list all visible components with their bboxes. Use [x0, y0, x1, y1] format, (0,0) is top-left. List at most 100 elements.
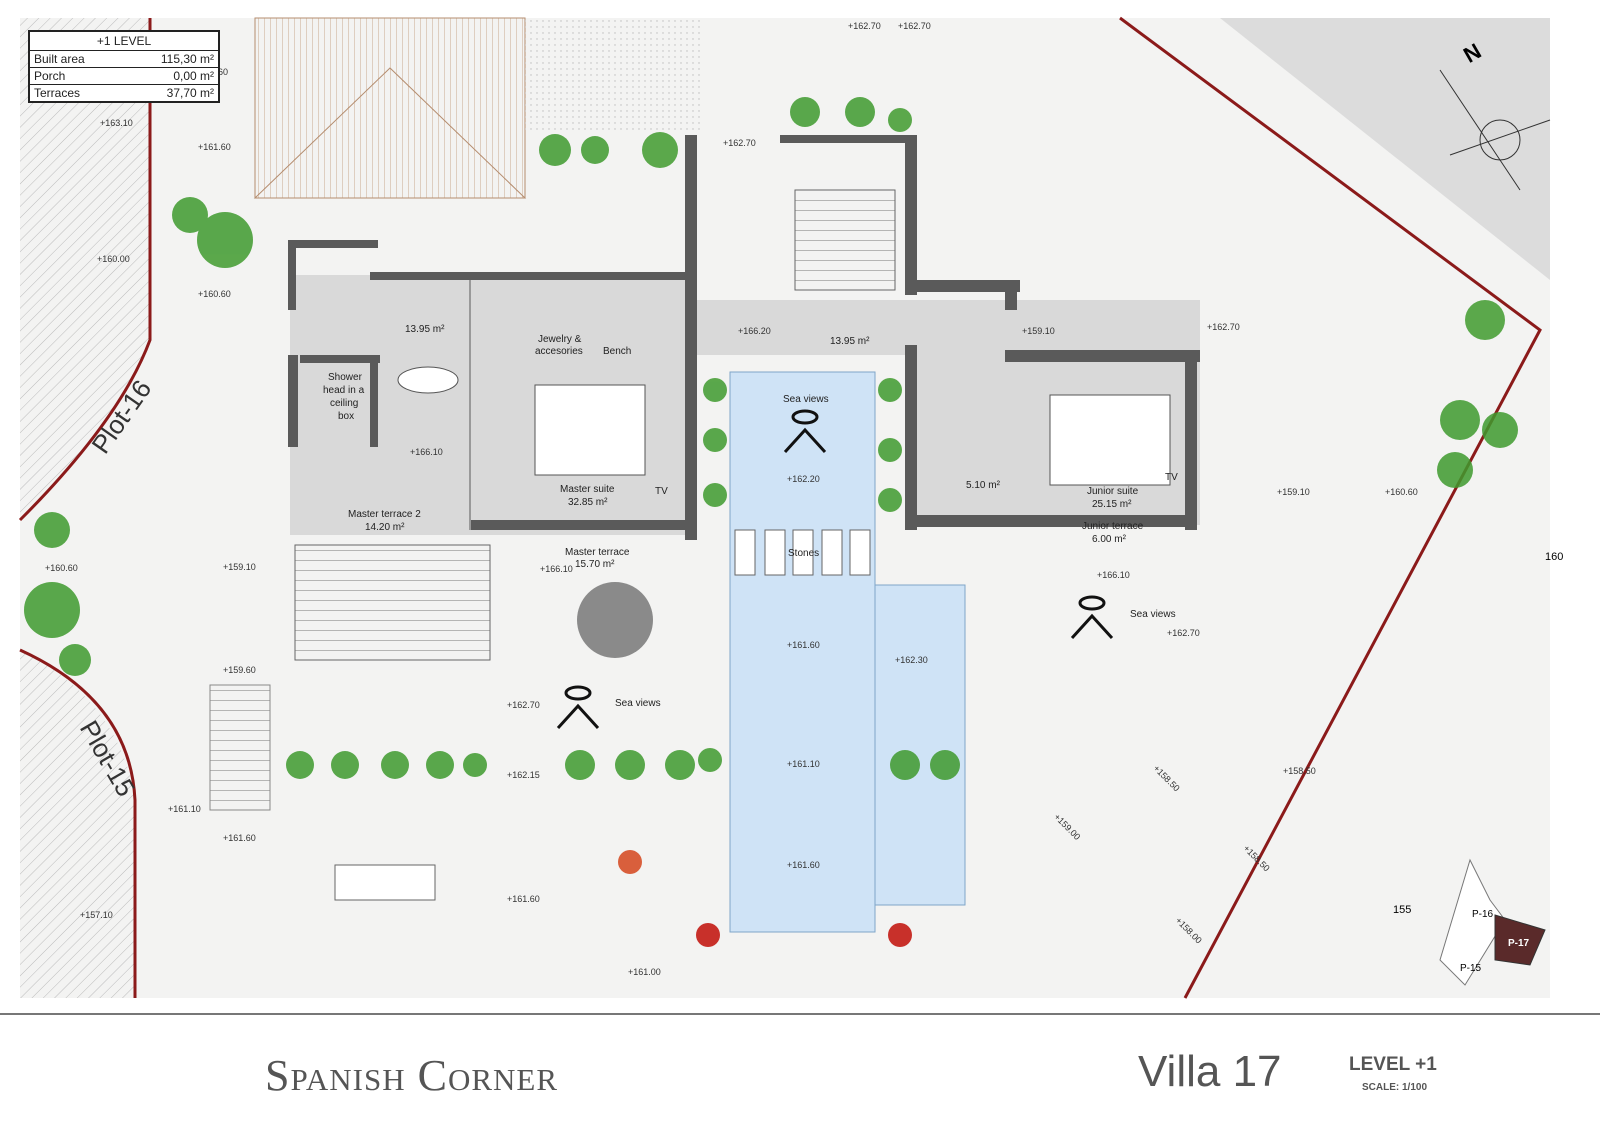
level-marker: +157.10: [80, 910, 113, 920]
jewelry-label: Jewelry &: [538, 334, 582, 345]
scale-label: SCALE: 1/100: [1362, 1082, 1428, 1093]
level-marker: +162.70: [848, 21, 881, 31]
sea-views-3: Sea views: [1130, 609, 1176, 620]
level-marker: +159.10: [223, 562, 256, 572]
villa-title: Villa 17: [1138, 1047, 1282, 1096]
level-marker: +161.00: [628, 967, 661, 977]
level-table-row: Porch 0,00 m²: [30, 68, 218, 85]
bath-area: 5.10 m²: [966, 480, 1001, 491]
outdoor-steps: [294, 544, 491, 661]
junior-terrace-label: Junior terrace: [1082, 521, 1144, 532]
level-marker: +161.10: [168, 804, 201, 814]
row-value: 37,70 m²: [166, 86, 214, 100]
level-marker: 60: [218, 67, 228, 77]
level-table-row: Terraces 37,70 m²: [30, 85, 218, 101]
junior-terrace-area: 6.00 m²: [1092, 534, 1127, 545]
paving-top: [525, 18, 700, 133]
level-marker: +162.30: [895, 655, 928, 665]
level-marker: +162.70: [1167, 628, 1200, 638]
master-bed: [534, 384, 646, 476]
keyplan-p17: P-17: [1508, 938, 1530, 949]
jewelry-label-2: accesories: [535, 346, 583, 357]
master-suite-area: 32.85 m²: [568, 497, 608, 508]
junior-bed: [1049, 394, 1171, 486]
level-marker: +162.70: [898, 21, 931, 31]
contour-label-155: 155: [1393, 904, 1411, 916]
level-marker: +166.20: [738, 326, 771, 336]
level-marker: +166.10: [410, 447, 443, 457]
level-marker: +161.60: [507, 894, 540, 904]
shower-label-1: Shower: [328, 372, 363, 383]
level-marker: +162.15: [507, 770, 540, 780]
bathtub: [397, 366, 459, 394]
tv-label-junior: TV: [1165, 472, 1178, 483]
staircase: [794, 189, 896, 291]
row-label: Terraces: [34, 86, 81, 100]
firepit-2: [696, 923, 720, 947]
sea-views-1: Sea views: [783, 394, 829, 405]
firepit-1: [618, 850, 642, 874]
level-marker: +161.10: [787, 759, 820, 769]
stones-label: Stones: [788, 548, 819, 559]
row-value: 115,30 m²: [160, 52, 214, 66]
footer-divider: [0, 1013, 1600, 1015]
keyplan-p16: P-16: [1472, 909, 1494, 920]
side-steps: [209, 684, 271, 811]
level-marker: +159.10: [1277, 487, 1310, 497]
hall-right-area: 13.95 m²: [830, 336, 870, 347]
plants: [24, 97, 1518, 780]
corridor-interior: [690, 300, 910, 355]
hatched-area-left: [20, 18, 150, 520]
level-area-table: +1 LEVEL Built area 115,30 m² Porch 0,00 m…: [28, 30, 220, 103]
brand-name: Spanish Corner: [265, 1051, 559, 1100]
shower-label-3: ceiling: [330, 398, 358, 409]
level-marker: +160.60: [1385, 487, 1418, 497]
row-value: 0,00 m²: [173, 69, 214, 83]
contour-label-160: 160: [1545, 551, 1563, 563]
level-marker: +161.60: [787, 860, 820, 870]
level-marker: +163.10: [100, 118, 133, 128]
junior-suite-area: 25.15 m²: [1092, 499, 1132, 510]
master-terrace-area: 15.70 m²: [575, 559, 615, 570]
round-lounger: [577, 582, 653, 658]
pool-main: [729, 371, 876, 933]
level-marker: +161.60: [223, 833, 256, 843]
level-marker: +162.70: [507, 700, 540, 710]
eye-icon-3: [1070, 595, 1114, 640]
level-marker: +160.60: [198, 289, 231, 299]
level-marker: +166.10: [540, 564, 573, 574]
level-label: LEVEL +1: [1349, 1054, 1437, 1075]
level-table-row: Built area 115,30 m²: [30, 51, 218, 68]
sun-loungers: [734, 529, 871, 576]
key-plan: [1439, 858, 1546, 986]
shower-label-2: head in a: [323, 385, 365, 396]
row-label: Porch: [34, 69, 66, 83]
sea-views-2: Sea views: [615, 698, 661, 709]
dining-table: [334, 864, 436, 901]
master-suite-label: Master suite: [560, 484, 615, 495]
tv-label-master: TV: [655, 486, 668, 497]
level-marker: +161.60: [787, 640, 820, 650]
floor-plan: N Plot-16 Plot-15 13.95 m² 13.95 m² Jewe…: [18, 16, 1563, 999]
hatched-area-left-lower: [20, 650, 135, 998]
level-marker: +162.20: [787, 474, 820, 484]
shower-label-4: box: [338, 411, 354, 422]
level-marker: +162.70: [723, 138, 756, 148]
level-marker: +161.60: [198, 142, 231, 152]
road-area: [1220, 18, 1550, 280]
bench-label: Bench: [603, 346, 631, 357]
level-table-title: +1 LEVEL: [30, 32, 218, 51]
master-terrace2-area: 14.20 m²: [365, 522, 405, 533]
level-marker: +166.10: [1097, 570, 1130, 580]
level-marker: +160.60: [45, 563, 78, 573]
level-marker: +162.70: [1207, 322, 1240, 332]
eye-icon-1: [783, 409, 827, 454]
firepit-3: [888, 923, 912, 947]
pool-side: [874, 584, 966, 906]
row-label: Built area: [34, 52, 85, 66]
level-marker: +160.00: [97, 254, 130, 264]
north-arrow: [1439, 69, 1551, 191]
walls: [288, 135, 1200, 540]
master-terrace-label: Master terrace: [565, 547, 630, 558]
master-terrace2-label: Master terrace 2: [348, 509, 421, 520]
